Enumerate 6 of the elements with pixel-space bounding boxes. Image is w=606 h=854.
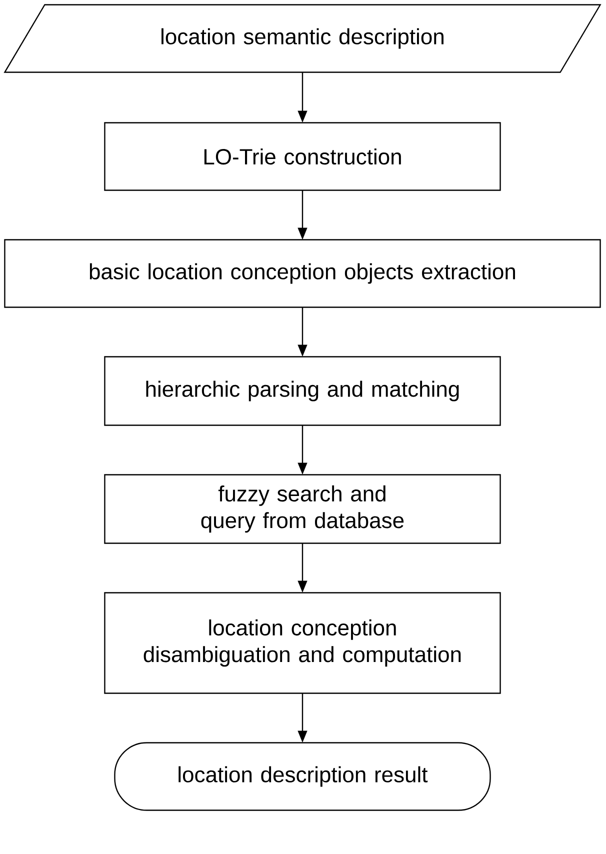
process-box: location conception disambiguation and computation [104, 592, 501, 694]
terminal-box: location description result [114, 742, 491, 811]
process-box: fuzzy search and query from database [104, 474, 501, 544]
process-box: hierarchic parsing and matching [104, 356, 501, 426]
process-box: basic location conception objects extraction [4, 239, 601, 308]
process-box: LO-Trie construction [104, 122, 501, 191]
